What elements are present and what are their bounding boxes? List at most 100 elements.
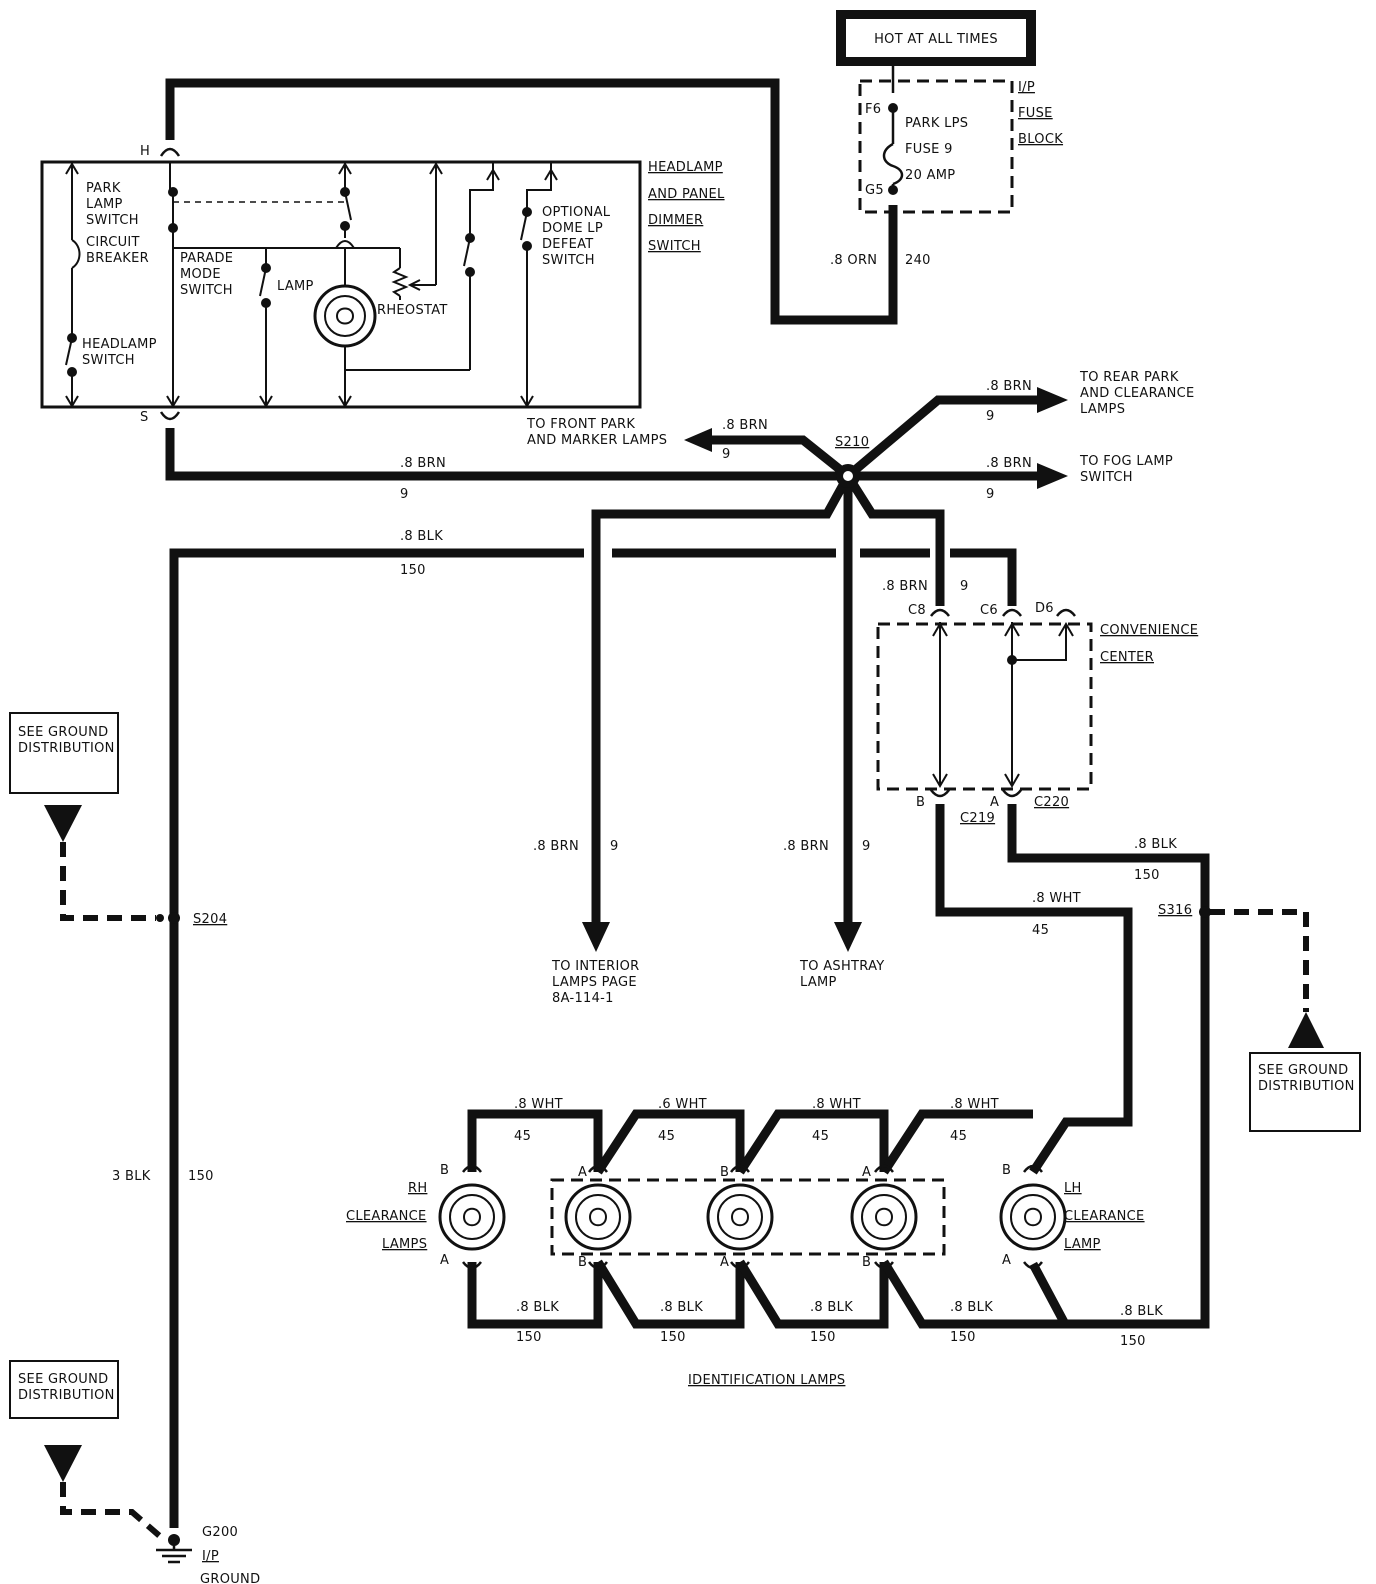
front-wire: .8 BRN (722, 418, 768, 433)
top-wire-3-circuit: 45 (812, 1129, 829, 1144)
lamp-label: LAMP (277, 279, 314, 294)
id2-pin-bottom: A (720, 1255, 729, 1270)
parade-mode-1: PARADE (180, 251, 233, 266)
ground-ref-right: SEE GROUND DISTRIBUTION (1210, 909, 1361, 1132)
top-wire-1-circuit: 45 (514, 1129, 531, 1144)
rheostat-label: RHEOSTAT (377, 303, 448, 318)
feed-wire-label: .8 ORN (830, 253, 877, 268)
lh-pin-top: B (1002, 1163, 1011, 1178)
id-lamp-1-icon (589, 1207, 608, 1227)
ground-ref-r-2: DISTRIBUTION (1258, 1079, 1355, 1094)
headlamp-switch-1: HEADLAMP (82, 337, 157, 352)
rh-pin-top: B (440, 1163, 449, 1178)
ground-ref-r-arrow-icon (1288, 1012, 1324, 1048)
fuse-block-label-2: FUSE (1018, 106, 1053, 121)
wire-top-1 (467, 1109, 603, 1172)
convenience-center: C8 C6 D6 B A C219 C220 CONVENIENCE CENTE… (876, 601, 1198, 826)
id-lamp-3-icon (875, 1207, 894, 1227)
fog-dest-2: SWITCH (1080, 470, 1133, 485)
interior-dest-2: LAMPS PAGE (552, 975, 637, 990)
switch-title-3: DIMMER (648, 213, 703, 228)
right-ground-group: .8 BLK 150 S316 (1007, 804, 1211, 1329)
wire-ground-bus-left (169, 548, 584, 1528)
ground-g200-desc-2: GROUND (200, 1572, 260, 1584)
pin-c8-connector (930, 608, 950, 617)
ground-ref-left-bottom: SEE GROUND DISTRIBUTION (9, 1360, 164, 1541)
id2-pin-top: B (720, 1165, 729, 1180)
wire-to-rear-park (845, 395, 1037, 480)
bottom-wire-5-circuit: 150 (1120, 1334, 1146, 1349)
interior-dest-1: TO INTERIOR (551, 959, 639, 974)
identification-lamps-label: IDENTIFICATION LAMPS (688, 1373, 845, 1388)
front-circuit: 9 (722, 447, 731, 462)
id1-pin-bottom: B (578, 1255, 587, 1270)
feed-circuit-label: 240 (905, 253, 931, 268)
dome-defeat-3: DEFEAT (542, 237, 594, 252)
arrow-front-park (684, 428, 712, 452)
ground-ref-r-1: SEE GROUND (1258, 1063, 1348, 1078)
ashtray-dest-1: TO ASHTRAY (799, 959, 885, 974)
bottom-wire-1-label: .8 BLK (516, 1300, 559, 1315)
switch-box-outline (40, 160, 642, 409)
right-ground-wire: .8 BLK (1134, 837, 1177, 852)
wire-bottom-3 (736, 1259, 889, 1329)
wire-top-2 (594, 1109, 745, 1175)
pin-h-connector (159, 147, 181, 157)
pin-d6-connector (1056, 608, 1076, 617)
headlamp-switch-2: SWITCH (82, 353, 135, 368)
splice-s316-dot (1199, 906, 1211, 918)
wire-ground-to-c6 (950, 548, 1017, 606)
pin-b-label: B (916, 795, 925, 810)
circuit-breaker-2: BREAKER (86, 251, 149, 266)
bottom-wire-4-circuit: 150 (950, 1330, 976, 1345)
lamp-chain: .8 WHT 45 .6 WHT 45 .8 WHT 45 .8 WHT 45 … (346, 1097, 1163, 1388)
splice-s316-label: S316 (1158, 903, 1192, 918)
id1-pin-top: A (578, 1165, 587, 1180)
wire-to-convenience-c8 (844, 473, 945, 606)
rear-dest-3: LAMPS (1080, 402, 1125, 417)
park-lamp-switch-2: LAMP (86, 197, 123, 212)
wire-top-3 (736, 1109, 889, 1175)
fuse-block: F6 G5 PARK LPS FUSE 9 20 AMP I/P FUSE BL… (858, 66, 1063, 214)
top-wire-1-label: .8 WHT (514, 1097, 563, 1112)
interior-circuit: 9 (610, 839, 619, 854)
feed-wire-240 (165, 78, 898, 325)
interior-dest-3: 8A-114-1 (552, 991, 614, 1006)
identification-lamp-1: A B (564, 1164, 632, 1270)
splice-s204-dot (168, 912, 180, 924)
conn-c219-label: C219 (960, 811, 995, 826)
parade-mode-2: MODE (180, 267, 221, 282)
bottom-wire-5-label: .8 BLK (1120, 1304, 1163, 1319)
front-dest-1: TO FRONT PARK (526, 417, 635, 432)
conn-c220-label: C220 (1034, 795, 1069, 810)
ground-ref-lb-arrow-icon (44, 1445, 82, 1482)
wire-switch-to-s210 (165, 428, 848, 481)
arrow-rear-park (1037, 387, 1068, 413)
headlamp-switch-assembly: H S PARK LAMP SWITCH CIRCUIT BREAKER HEA… (40, 144, 725, 425)
dome-defeat-1: OPTIONAL (542, 205, 611, 220)
top-wire-2-label: .6 WHT (658, 1097, 707, 1112)
rh-lamp-icon (463, 1207, 482, 1227)
ground-ref-lb-1: SEE GROUND (18, 1372, 108, 1387)
rear-dest-2: AND CLEARANCE (1080, 386, 1195, 401)
s210-in-wire: .8 BRN (400, 456, 446, 471)
lh-label-3: LAMP (1064, 1237, 1101, 1252)
dome-defeat-2: DOME LP (542, 221, 603, 236)
bottom-wire-1-circuit: 150 (516, 1330, 542, 1345)
wire-bottom-4 (880, 1259, 1065, 1329)
wire-to-front-park (712, 435, 851, 480)
ground-ref-lt-2: DISTRIBUTION (18, 741, 115, 756)
pin-a-connector (1002, 789, 1022, 798)
arrow-ashtray (834, 922, 862, 952)
dome-defeat-4: SWITCH (542, 253, 595, 268)
id3-pin-bottom: B (862, 1255, 871, 1270)
circuit-breaker-icon (71, 239, 81, 269)
pin-c6-label: C6 (980, 603, 998, 618)
pin-a-label: A (990, 795, 999, 810)
pin-s-label: S (140, 410, 149, 425)
bottom-wire-2-label: .8 BLK (660, 1300, 703, 1315)
top-wire-2-circuit: 45 (658, 1129, 675, 1144)
rh-label-2: CLEARANCE (346, 1209, 427, 1224)
splice-s210-group: .8 BRN 9 .8 BRN 9 TO FRONT PARK AND MARK… (165, 370, 1195, 1006)
